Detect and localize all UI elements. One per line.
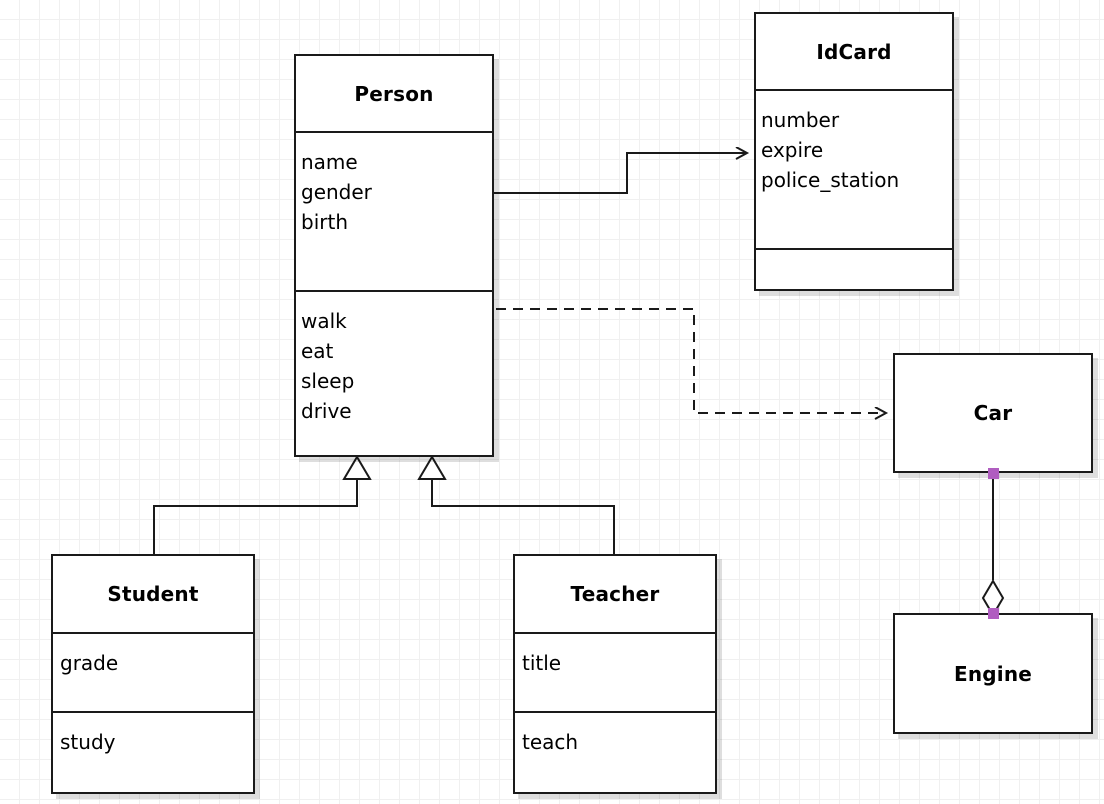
class-box-teacher[interactable]: Teacher title teach: [513, 554, 717, 794]
attribute-item: name: [301, 150, 358, 174]
class-attributes-compartment-idcard: number expire police_station: [756, 89, 952, 248]
class-title-compartment-idcard: IdCard: [756, 14, 952, 89]
class-box-student[interactable]: Student grade study: [51, 554, 255, 794]
class-methods-compartment-idcard: [756, 248, 952, 289]
edge-student-person[interactable]: [153, 455, 372, 554]
class-attributes-compartment-teacher: title: [515, 632, 715, 711]
class-title-compartment-student: Student: [53, 556, 253, 632]
attribute-item: gender: [301, 180, 372, 204]
class-title-compartment-teacher: Teacher: [515, 556, 715, 632]
class-box-person[interactable]: Person name gender birth walk eat sleep …: [294, 54, 494, 457]
class-name-person: Person: [354, 81, 434, 106]
class-name-car: Car: [973, 401, 1013, 425]
class-methods-compartment-person: walk eat sleep drive: [296, 290, 492, 455]
attribute-item: police_station: [761, 168, 900, 192]
class-box-engine[interactable]: Engine: [893, 613, 1093, 734]
class-name-student: Student: [107, 582, 199, 606]
class-methods-compartment-student: study: [53, 711, 253, 792]
class-attributes-compartment-person: name gender birth: [296, 131, 492, 290]
class-box-idcard[interactable]: IdCard number expire police_station: [754, 12, 954, 291]
edge-teacher-person[interactable]: [417, 455, 615, 554]
class-name-idcard: IdCard: [816, 39, 892, 64]
method-item: eat: [301, 339, 334, 363]
attribute-item: birth: [301, 210, 348, 234]
method-item: walk: [301, 309, 347, 333]
attribute-item: title: [522, 651, 562, 675]
class-name-teacher: Teacher: [570, 582, 660, 606]
method-item: drive: [301, 399, 352, 423]
class-title-compartment-engine: Engine: [895, 615, 1091, 732]
method-item: teach: [522, 730, 579, 754]
class-attributes-compartment-student: grade: [53, 632, 253, 711]
class-name-engine: Engine: [953, 661, 1033, 686]
attribute-item: expire: [761, 138, 824, 162]
edge-car-engine[interactable]: [981, 473, 1005, 617]
method-item: sleep: [301, 369, 355, 393]
attribute-item: grade: [60, 651, 119, 675]
method-item: study: [60, 730, 116, 754]
class-methods-compartment-teacher: teach: [515, 711, 715, 792]
class-title-compartment-car: Car: [895, 355, 1091, 471]
attribute-item: number: [761, 108, 840, 132]
edge-person-idcard[interactable]: [494, 153, 747, 194]
edge-person-car[interactable]: [496, 308, 886, 413]
class-title-compartment-person: Person: [296, 56, 492, 131]
class-box-car[interactable]: Car: [893, 353, 1093, 473]
